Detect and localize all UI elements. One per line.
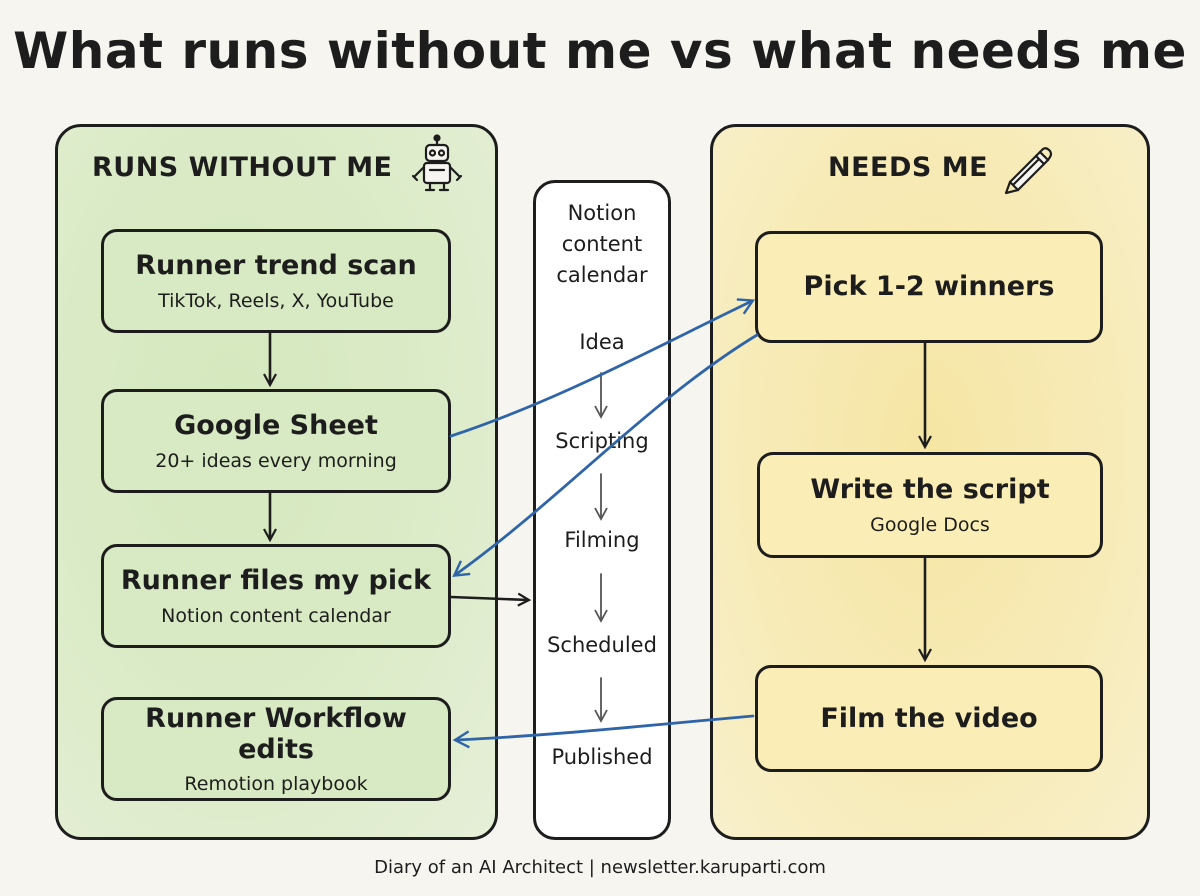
pencil-icon — [1004, 147, 1053, 195]
arrow-pick-to-files — [455, 333, 759, 575]
google-sheet-node: Google Sheet 20+ ideas every morning — [101, 389, 451, 493]
node-title: Runner Workflow edits — [145, 702, 407, 765]
node-title: Write the script — [810, 474, 1050, 506]
node-title: Runner files my pick — [120, 565, 432, 597]
node-subtitle: Notion content calendar — [161, 604, 391, 627]
stage-filming: Filming — [564, 528, 640, 552]
runner-trend-scan-node: Runner trend scan TikTok, Reels, X, YouT… — [101, 229, 451, 333]
needs-me-heading: NEEDS ME — [828, 152, 989, 183]
node-title: Pick 1-2 winners — [803, 271, 1055, 303]
robot-icon — [411, 134, 463, 192]
runner-workflow-edits-node: Runner Workflow edits Remotion playbook — [101, 697, 451, 801]
stage-scheduled: Scheduled — [547, 633, 657, 657]
node-title: Film the video — [820, 702, 1038, 734]
stage-published: Published — [551, 745, 653, 769]
runner-files-pick-node: Runner files my pick Notion content cale… — [101, 544, 451, 648]
node-title: Runner trend scan — [135, 250, 417, 282]
node-title: Google Sheet — [174, 410, 378, 442]
write-script-node: Write the script Google Docs — [757, 452, 1103, 558]
film-video-node: Film the video — [755, 665, 1103, 772]
arrow-film-to-workflow — [456, 714, 755, 740]
arrow-files-to-calendar — [449, 597, 528, 600]
node-subtitle: Remotion playbook — [184, 773, 368, 796]
footer-credit: Diary of an AI Architect | newsletter.ka… — [374, 857, 826, 878]
node-subtitle: Google Docs — [870, 513, 990, 536]
arrow-sheet-to-pick — [449, 301, 752, 438]
diagram-title: What runs without me vs what needs me — [13, 22, 1187, 80]
pick-winners-node: Pick 1-2 winners — [755, 231, 1103, 343]
node-subtitle: TikTok, Reels, X, YouTube — [158, 289, 394, 312]
stage-scripting: Scripting — [555, 429, 649, 453]
calendar-heading: Notion content calendar — [556, 201, 648, 287]
node-subtitle: 20+ ideas every morning — [155, 449, 397, 472]
runs-without-me-heading: RUNS WITHOUT ME — [92, 152, 393, 183]
stage-idea: Idea — [579, 330, 625, 354]
